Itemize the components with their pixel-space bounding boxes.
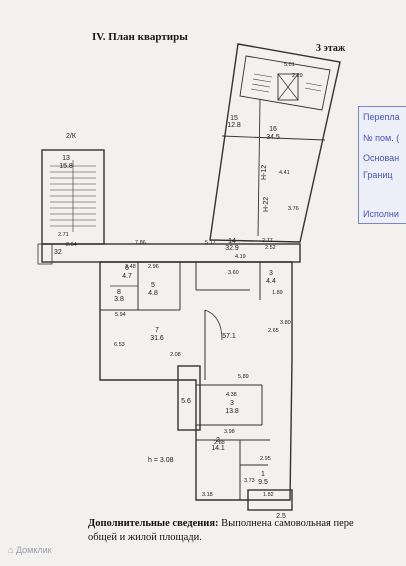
notes-label: Дополнительные сведения: — [88, 518, 219, 529]
room-8-area: 3.8 — [114, 296, 124, 303]
dim: 4.38 — [226, 392, 237, 398]
dim: 2.71 — [58, 232, 69, 238]
room-1-num: 1 — [261, 471, 265, 478]
dim: 3.73 — [244, 478, 255, 484]
dim: 2.65 — [268, 328, 279, 334]
room-14-area: 32.9 — [225, 245, 239, 252]
corridor-label-1: Н-12 — [261, 165, 268, 180]
room-5-area: 4.8 — [148, 290, 158, 297]
dim: 3.18 — [202, 492, 213, 498]
dim: 3.60 — [228, 270, 239, 276]
dim: 2.77 — [262, 238, 273, 244]
dim: 1.89 — [272, 290, 283, 296]
room-7-num: 7 — [155, 327, 159, 334]
section-label: 2/К — [66, 133, 77, 140]
room-13-area: 15.8 — [59, 163, 73, 170]
room-15-num: 15 — [230, 115, 238, 122]
room-3a-num: 3 — [269, 270, 273, 277]
watermark-logo: ⌂ Домклик — [8, 545, 52, 555]
dim: 5.89 — [238, 374, 249, 380]
additional-notes: Дополнительные сведения: Выполнена самов… — [88, 517, 406, 545]
dim: 1.82 — [263, 492, 274, 498]
dim: 2.29 — [292, 73, 303, 79]
room-6-area: 4.7 — [122, 273, 132, 280]
room-13-num: 13 — [62, 155, 70, 162]
dim: 4.19 — [235, 254, 246, 260]
dim: 2.52 — [265, 245, 276, 251]
room-3b-num: 3 — [230, 400, 234, 407]
room-14-num: 14 — [228, 238, 236, 245]
page-title: IV. План квартиры — [92, 31, 188, 43]
room-3b-area: 13.8 — [225, 408, 239, 415]
ext-label: 32 — [54, 249, 62, 256]
stamp-line: Исполни — [363, 209, 399, 219]
stamp-line: Перепла — [363, 112, 400, 122]
room-small-area: 2.5 — [276, 513, 286, 520]
room-6-num: 6 — [125, 265, 129, 272]
approval-stamp: Перепла № пом. ( Основан Границ Исполни — [358, 106, 406, 224]
room-2-area: 14.1 — [211, 445, 225, 452]
room-8-num: 8 — [117, 289, 121, 296]
house-icon: ⌂ — [8, 545, 14, 555]
dim: 2.64 — [66, 242, 77, 248]
dim: 3.80 — [280, 320, 291, 326]
wall-annex — [177, 365, 201, 431]
stamp-line: Границ — [363, 170, 393, 180]
floor-label: 3 этаж — [316, 43, 346, 54]
wall-apartment — [99, 261, 293, 501]
room-5-num: 5 — [151, 282, 155, 289]
room-16-num: 16 — [269, 126, 277, 133]
ceiling-height: h = 3.08 — [148, 457, 174, 464]
stamp-line: Основан — [363, 153, 400, 163]
room-2-num: 2 — [216, 437, 220, 444]
room-annex-area: 5.6 — [181, 398, 191, 405]
dim: 3.98 — [224, 429, 235, 435]
dim: 5.17 — [205, 240, 216, 246]
dim: 2.88 — [214, 440, 225, 446]
notes-text: Выполнена самовольная пере — [218, 518, 354, 529]
stamp-line: № пом. ( — [363, 133, 400, 143]
dim: 6.53 — [114, 342, 125, 348]
room-main-area: 57.1 — [222, 333, 236, 340]
room-3a-area: 4.4 — [266, 278, 276, 285]
dim: 3.48 — [125, 264, 136, 270]
room-15-area: 12.8 — [227, 122, 241, 129]
dim: 2.96 — [148, 264, 159, 270]
dim: 7.86 — [135, 240, 146, 246]
notes-line2: общей и жилой площади. — [88, 532, 202, 543]
dim: 5.94 — [115, 312, 126, 318]
dim: 2.95 — [260, 456, 271, 462]
dim: 2.08 — [170, 352, 181, 358]
dim: 3.76 — [288, 206, 299, 212]
dim: 4.41 — [279, 170, 290, 176]
room-16-area: 34.5 — [266, 134, 280, 141]
corridor-label-2: Н-22 — [263, 197, 270, 212]
wall-corridor — [41, 243, 301, 263]
room-1-area: 9.5 — [258, 479, 268, 486]
room-7-area: 31.6 — [150, 335, 164, 342]
watermark-text: Домклик — [15, 545, 52, 555]
dim: 5.01 — [284, 62, 295, 68]
wall-upper-tower — [209, 43, 341, 243]
